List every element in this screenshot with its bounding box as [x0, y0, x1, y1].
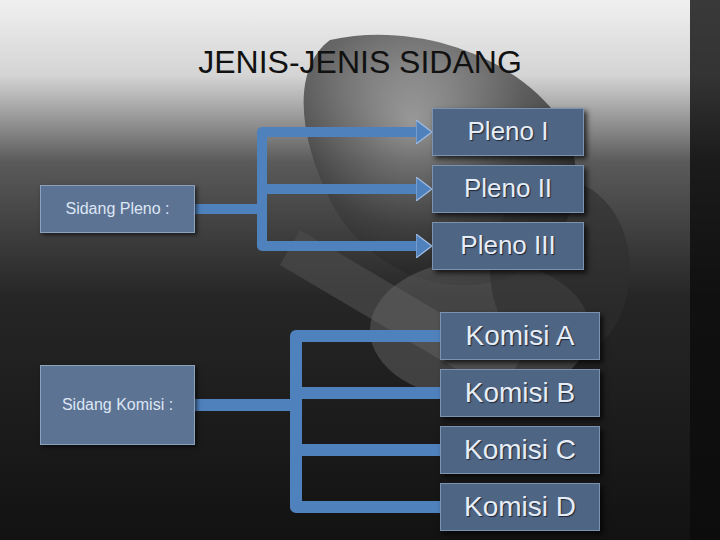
slide-title: JENIS-JENIS SIDANG: [0, 44, 720, 81]
item-box: Pleno II: [432, 165, 584, 213]
item-box: Komisi A: [440, 312, 600, 360]
box-label: Sidang Komisi :: [56, 396, 179, 414]
connector-line: [195, 336, 440, 405]
item-box: Komisi B: [440, 369, 600, 417]
box-label: Komisi A: [460, 320, 581, 352]
item-box: Pleno I: [432, 108, 584, 156]
box-label: Komisi C: [458, 434, 582, 466]
box-label: Pleno II: [458, 174, 558, 204]
connector-arrow: [195, 132, 416, 209]
box-label: Sidang Pleno :: [59, 200, 175, 218]
item-box: Pleno III: [432, 222, 584, 270]
category-box: Sidang Komisi :: [40, 365, 195, 445]
box-label: Pleno III: [454, 231, 561, 261]
title-text: JENIS-JENIS SIDANG: [198, 44, 522, 80]
connector-line: [195, 405, 440, 450]
box-label: Komisi D: [458, 491, 582, 523]
connector-line: [195, 405, 440, 507]
category-box: Sidang Pleno :: [40, 185, 195, 233]
box-label: Komisi B: [459, 377, 581, 409]
edge-shade: [690, 0, 720, 540]
item-box: Komisi D: [440, 483, 600, 531]
item-box: Komisi C: [440, 426, 600, 474]
box-label: Pleno I: [462, 117, 555, 147]
connector-arrow: [195, 209, 416, 246]
